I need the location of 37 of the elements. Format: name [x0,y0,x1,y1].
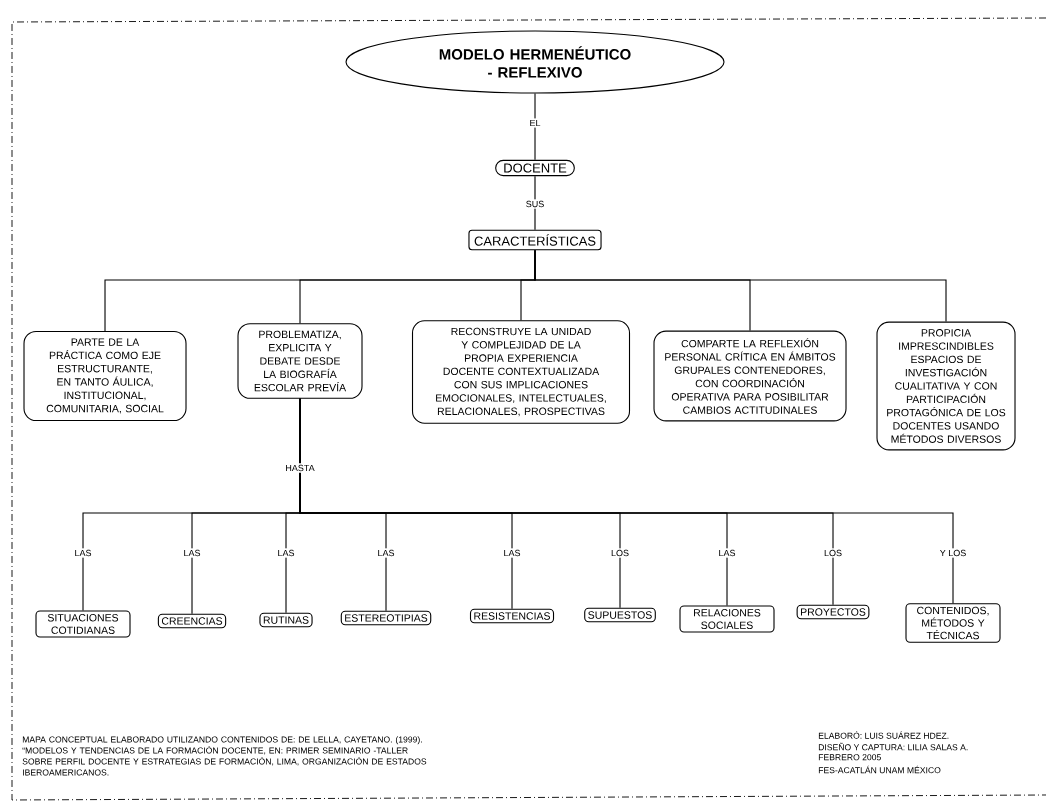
connector-line [534,175,536,231]
edge-label: LAS [73,548,93,558]
concept-box: PARTE DE LA PRÁCTICA COMO EJE ESTRUCTURANTE, EN TANTO ÁULICA, INSTITUCIONAL, COMUNITARIA, SOCIAL [23,330,187,422]
credit-line: DISEÑO Y CAPTURA: LILIA SALAS A. [818,742,968,751]
concept-box: SUPUESTOS [584,607,656,623]
concept-pill: DOCENTE [495,159,575,177]
credit-line: FEBRERO 2005 [818,754,881,761]
concept-box: RUTINAS [259,612,313,628]
concept-box: CARACTERÍSTICAS [468,229,602,251]
connector-line [534,249,947,323]
concept-box: RESISTENCIAS [469,608,555,624]
source-note: MAPA CONCEPTUAL ELABORADO UTILIZANDO CONTENIDOS DE: DE LELLA, CAYETANO. (1999). “MODELOS Y TENDENCIAS DE LA FORMACIÓN DOCENTE, EN: PRIMER SEMINARIO -TALLER SOBRE PERFIL DOCENTE Y ESTRATEGIAS DE FORMACIÓN, LIMA, ORGANIZACIÓN DE ESTADOS IBEROAMERICANOS. [22,736,427,776]
edge-label: LAS [717,548,737,558]
edge-label: LAS [182,548,202,558]
branch-word: HASTA [283,463,317,473]
edge-label: LOS [822,548,844,558]
connector-line [299,398,954,604]
concept-box: COMPARTE LA REFLEXIÓN PERSONAL CRÍTICA EN ÁMBITOS GRUPALES CONTENEDORES, CON COORDINACIÓN OPERATIVA PARA POSIBILITAR CAMBIOS ACTITUDINALES [653,330,847,422]
concept-box: SITUACIONES COTIDIANAS [35,610,131,638]
concept-box: PROPICIA IMPRESCINDIBLES ESPACIOS DE INVESTIGACIÓN CUALITATIVA Y CON PARTICIPACIÓN PROTAGÓNICA DE LOS DOCENTES USANDO MÉTODOS DIVERSOS [876,321,1016,451]
connector-line [534,93,536,161]
edge-label: LAS [276,548,296,558]
edge-label: LAS [376,548,396,558]
concept-box: CREENCIAS [157,613,227,629]
concept-box: RELACIONES SOCIALES [679,605,775,633]
edge-label: LOS [609,548,631,558]
credit-line: FES-ACATLÁN UNAM MÉXICO [818,765,941,774]
concept-box: PROYECTOS [796,604,870,620]
edge-label: LAS [502,548,522,558]
edge-label: EL [528,118,542,128]
concept-box: RECONSTRUYE LA UNIDAD Y COMPLEJIDAD DE LA PROPIA EXPERIENCIA DOCENTE CONTEXTUALIZADA CON SUS IMPLICACIONES EMOCIONALES, INTELECTUALES, RELACIONALES, PROSPECTIVAS [411,320,631,424]
credit-line: ELABORÓ: LUIS SUÁREZ HDEZ. [818,731,949,739]
concept-box: ESTEREOTIPIAS [340,610,432,626]
edge-label: Y LOS [938,548,968,558]
concept-box: PROBLEMATIZA, EXPLICITA Y DEBATE DESDE LA BIOGRAFÍA ESCOLAR PREVÍA [237,323,363,399]
edge-label: SUS [524,199,546,209]
concept-box: CONTENIDOS, MÉTODOS Y TÉCNICAS [905,603,1001,643]
